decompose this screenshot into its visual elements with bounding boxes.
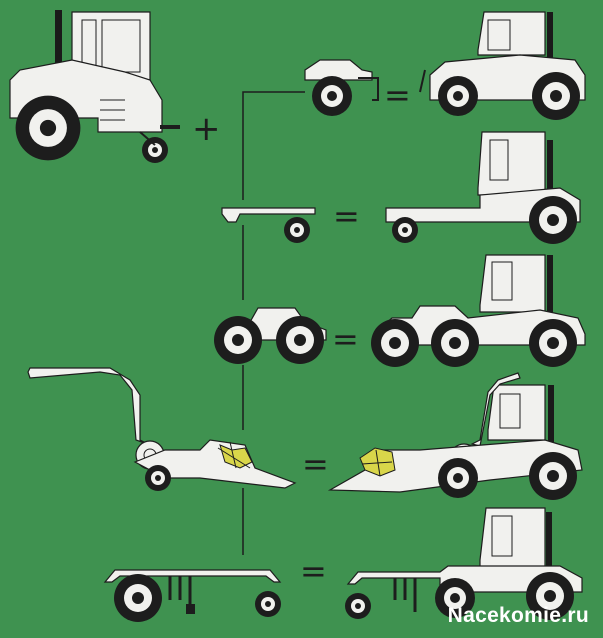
equals-sign-row5: = <box>300 552 327 590</box>
base-tractor-icon <box>9 10 180 163</box>
flatbed-frame-module-icon <box>221 207 316 243</box>
tractor-result-row1-icon <box>419 11 586 120</box>
tractor-result-row3-icon <box>371 254 586 367</box>
forage-harvester-module-icon <box>27 367 297 491</box>
tractor-result-row5-icon <box>345 507 583 620</box>
equals-sign-row1: = <box>384 76 411 114</box>
equals-sign-row3: = <box>332 320 359 358</box>
tractor-result-row2-icon <box>385 131 581 244</box>
connector-lines <box>242 91 305 555</box>
toolbar-implement-module-icon <box>103 569 282 622</box>
tractor-result-row4-icon <box>327 372 583 500</box>
equals-sign-row4: = <box>302 445 329 483</box>
double-axle-module-icon <box>214 307 327 364</box>
equals-sign-row2: = <box>333 197 360 235</box>
watermark-text: Nacekomie.ru <box>447 604 589 627</box>
plus-sign: + <box>192 109 221 149</box>
rear-axle-module-icon <box>304 59 379 116</box>
